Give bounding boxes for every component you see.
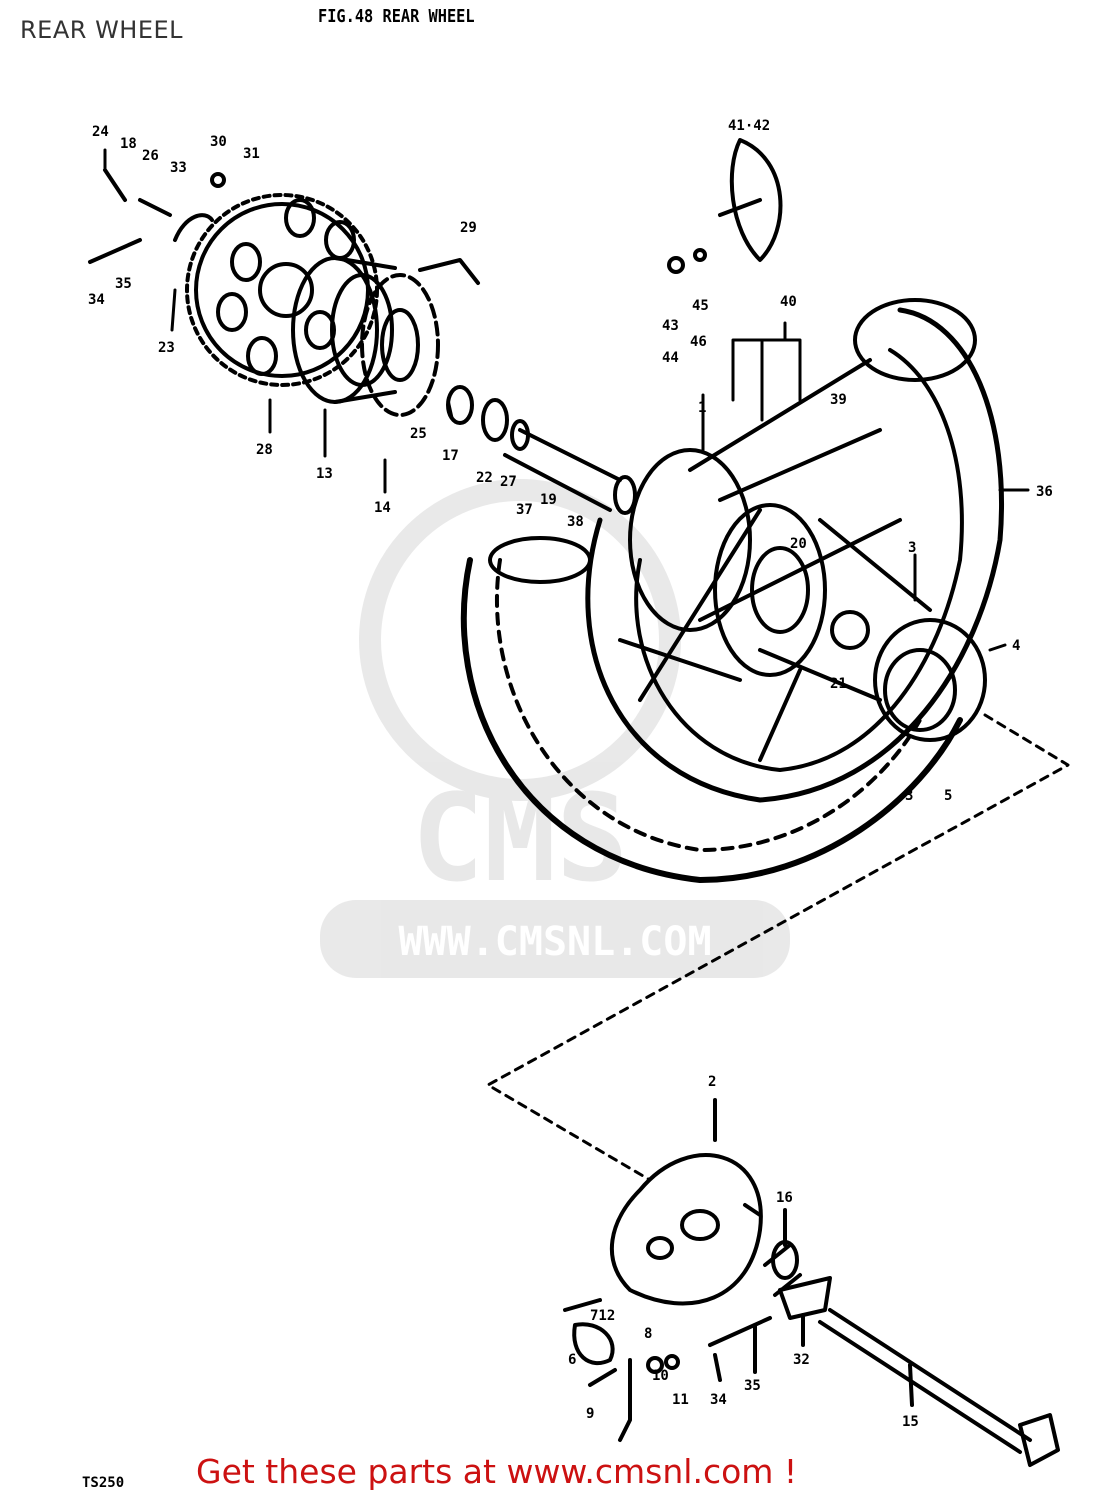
callout-10: 10: [652, 1368, 669, 1384]
callout-6: 6: [568, 1352, 576, 1368]
parts-link[interactable]: Get these parts at www.cmsnl.com !: [196, 1452, 798, 1491]
callout-7-12: 712: [590, 1308, 615, 1324]
callout-39: 39: [830, 392, 847, 408]
callout-29: 29: [460, 220, 477, 236]
model-code: TS250: [82, 1475, 125, 1491]
callout-14: 14: [374, 500, 391, 516]
brake-shoes: [830, 610, 987, 742]
callout-44: 44: [662, 350, 679, 366]
watermark-banner: [320, 900, 790, 978]
watermark-logo-text: CMS: [412, 770, 629, 909]
callout-26: 26: [142, 148, 159, 164]
callout-28: 28: [256, 442, 273, 458]
callout-3-lower: 3: [905, 788, 913, 804]
callout-labels: 24 18 26 33 30 31 29 34 35 23 28 13 14 2…: [88, 118, 1053, 1430]
figure-title: FIG.48 REAR WHEEL: [318, 6, 475, 27]
callout-18: 18: [120, 136, 137, 152]
callout-45: 45: [692, 298, 709, 314]
sprocket-drum: [291, 256, 397, 404]
callout-30: 30: [210, 134, 227, 150]
rear-sprocket: [185, 193, 379, 387]
callout-8: 8: [644, 1326, 652, 1342]
small-hardware: [88, 168, 480, 285]
callout-36: 36: [1036, 484, 1053, 500]
adjuster-bolt: [708, 1316, 772, 1382]
callout-16: 16: [776, 1190, 793, 1206]
dashed-connection: [486, 713, 1070, 1182]
callout-43: 43: [662, 318, 679, 334]
callout-5: 5: [944, 788, 952, 804]
callout-34-upper: 34: [88, 292, 105, 308]
watermark-logo-ring: [359, 479, 681, 801]
callout-35-upper: 35: [115, 276, 132, 292]
watermark-url: WWW.CMSNL.COM: [398, 919, 711, 965]
callout-25: 25: [410, 426, 427, 442]
callout-23: 23: [158, 340, 175, 356]
callout-41-42: 41·42: [728, 118, 770, 134]
callout-4: 4: [1012, 638, 1020, 654]
leader-lines: [103, 148, 1030, 652]
watermark: CMS WWW.CMSNL.COM: [320, 479, 790, 978]
callout-40: 40: [780, 294, 797, 310]
callout-31: 31: [243, 146, 260, 162]
callout-9: 9: [586, 1406, 594, 1422]
page-title: REAR WHEEL: [20, 16, 184, 44]
axle-spacer: [763, 1208, 832, 1347]
callout-15: 15: [902, 1414, 919, 1430]
callout-3-upper: 3: [908, 540, 916, 556]
callout-2: 2: [708, 1074, 716, 1090]
callout-1: 1: [698, 400, 706, 416]
callout-24: 24: [92, 124, 109, 140]
rear-axle: [818, 1308, 1060, 1467]
callout-20: 20: [790, 536, 807, 552]
callout-11: 11: [672, 1392, 689, 1408]
callout-32: 32: [793, 1352, 810, 1368]
callout-34-lower: 34: [710, 1392, 727, 1408]
callout-37: 37: [516, 502, 533, 518]
callout-21: 21: [830, 676, 847, 692]
hub-damper: [360, 273, 440, 417]
callout-38: 38: [567, 514, 584, 530]
callout-13: 13: [316, 466, 333, 482]
callout-35-lower: 35: [744, 1378, 761, 1394]
brake-panel: [609, 1098, 763, 1306]
callout-27: 27: [500, 474, 517, 490]
callout-46: 46: [690, 334, 707, 350]
callout-17: 17: [442, 448, 459, 464]
callout-22: 22: [476, 470, 493, 486]
brake-arm: [563, 1298, 680, 1442]
chain-adjuster: [667, 138, 783, 274]
callout-19: 19: [540, 492, 557, 508]
callout-33: 33: [170, 160, 187, 176]
